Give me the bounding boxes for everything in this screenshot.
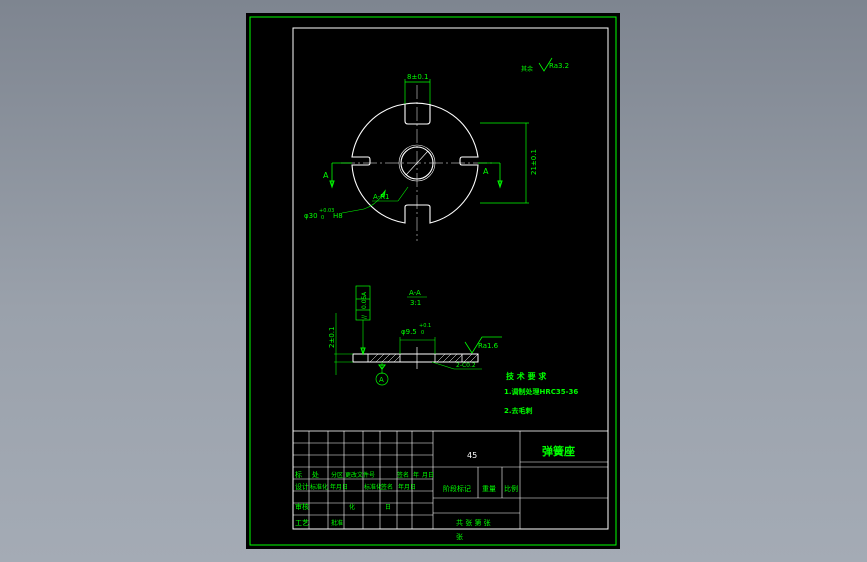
- roughness-face: Ra1.6: [478, 342, 499, 350]
- svg-text:标准化: 标准化: [364, 483, 382, 491]
- datum-circle: [375, 372, 389, 386]
- svg-text:0: 0: [321, 215, 324, 221]
- tolerance-frame: // 0.05 A: [355, 285, 371, 356]
- svg-text://: //: [361, 314, 368, 319]
- svg-text:审核: 审核: [295, 502, 309, 511]
- svg-text:月: 月: [422, 472, 428, 479]
- outer-border: [249, 16, 617, 546]
- chamfer-dim: 2-C0.2: [456, 362, 476, 369]
- roughness-general-prefix: 其余: [521, 65, 533, 73]
- sheet-label: 张: [456, 532, 463, 541]
- svg-text:标: 标: [295, 470, 302, 479]
- tech-item-1: 1.调制处理HRC35-36: [504, 387, 578, 396]
- svg-text:年: 年: [413, 471, 419, 479]
- svg-text:+0.1: +0.1: [419, 323, 431, 329]
- svg-text:更改文件号: 更改文件号: [345, 471, 375, 479]
- title-block: 45 弹簧座 标 处 分区 更改文件号 签名 年 月 日 设计 标准化 年月日 …: [292, 430, 609, 541]
- section-mark-right: A: [483, 167, 489, 176]
- part-name: 弹簧座: [542, 444, 575, 458]
- svg-text:+0.03: +0.03: [319, 208, 334, 214]
- share-label: 共 张 第 张: [456, 518, 491, 527]
- section-view: A-A 3:1 φ9.5 +0.1 0 2±0.1: [328, 285, 502, 386]
- datum-label: A: [379, 376, 384, 384]
- height-dim: 21±0.1: [530, 149, 538, 175]
- roughness-general: Ra3.2: [549, 62, 569, 70]
- tech-requirements: 技 术 要 求 1.调制处理HRC35-36 2.去毛刺: [504, 371, 578, 415]
- svg-text:工艺: 工艺: [295, 519, 309, 527]
- stage-label: 阶段标记: [443, 484, 471, 493]
- material: 45: [467, 451, 477, 460]
- svg-text:0.05: 0.05: [361, 295, 368, 309]
- section-title: A-A: [409, 289, 421, 297]
- svg-text:年月日: 年月日: [398, 483, 416, 491]
- svg-text:A: A: [361, 291, 368, 296]
- bore-dim: φ30: [304, 212, 318, 220]
- top-view: 8±0.1 21±0.1 A A A-R1 φ30 +0.03 0 H8 其余 …: [304, 57, 569, 241]
- section-scale: 3:1: [410, 299, 421, 307]
- svg-text:签名: 签名: [397, 471, 409, 479]
- svg-text:日: 日: [428, 472, 434, 479]
- slot-width-dim: 8±0.1: [407, 73, 428, 81]
- svg-text:处: 处: [312, 470, 319, 479]
- svg-text:批准: 批准: [331, 519, 343, 527]
- plate-section: [352, 353, 479, 363]
- weight-label: 重量: [482, 485, 496, 493]
- svg-text:化: 化: [349, 503, 355, 511]
- svg-text:年月日: 年月日: [330, 483, 348, 491]
- svg-text:设计: 设计: [295, 482, 309, 491]
- section-mark-left: A: [323, 171, 329, 180]
- svg-text:H8: H8: [333, 212, 343, 220]
- part-outline: [351, 102, 479, 224]
- hole-dim: φ9.5: [401, 328, 417, 336]
- svg-text:分区: 分区: [331, 471, 343, 479]
- svg-text:日: 日: [385, 504, 391, 511]
- thickness-dim: 2±0.1: [328, 327, 336, 348]
- tech-title: 技 术 要 求: [506, 371, 547, 381]
- drawing-sheet: 8±0.1 21±0.1 A A A-R1 φ30 +0.03 0 H8 其余 …: [246, 13, 620, 549]
- svg-text:标准化: 标准化: [310, 483, 328, 491]
- tech-item-2: 2.去毛刺: [504, 406, 533, 415]
- svg-text:0: 0: [421, 330, 424, 336]
- svg-text:签名: 签名: [381, 483, 393, 491]
- scale-label: 比例: [504, 484, 518, 493]
